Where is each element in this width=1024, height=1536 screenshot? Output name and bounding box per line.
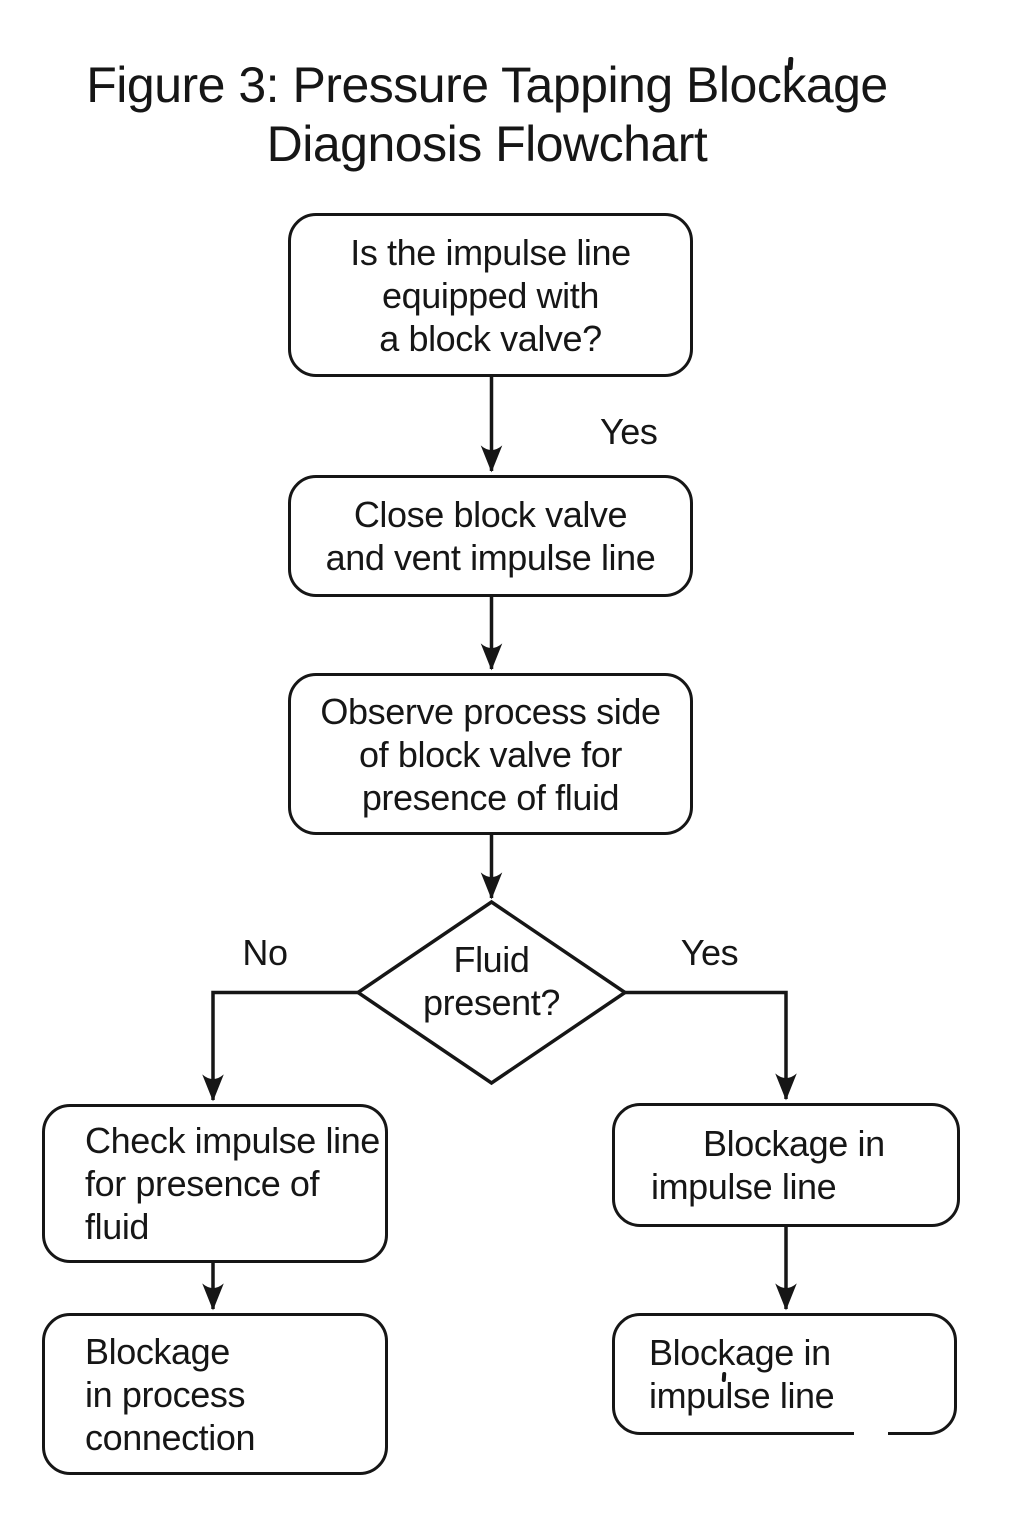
node-blockage-process-connection: Blockage in process connection	[42, 1313, 388, 1475]
node-observe-process-side: Observe process side of block valve for …	[288, 673, 693, 835]
node-line: Observe process side	[320, 690, 661, 732]
node-line: equipped with	[382, 274, 599, 316]
scan-artifact-tick	[721, 1371, 727, 1383]
node-line: and vent impulse line	[325, 537, 656, 578]
node-line: impulse line	[651, 1166, 837, 1207]
decision-fluid-present-label: Fluid present?	[358, 938, 625, 1024]
node-line: for presence of	[85, 1163, 320, 1204]
node-line: present?	[423, 982, 560, 1023]
node-line: connection	[85, 1416, 256, 1458]
figure-title: Figure 3: Pressure Tapping Blockage Diag…	[7, 56, 967, 174]
node-blockage-impulse-line-bottom: Blockage in impulse line	[612, 1313, 957, 1435]
node-line: in process	[85, 1373, 246, 1415]
node-line: a block valve?	[379, 317, 602, 359]
node-line: fluid	[85, 1206, 150, 1247]
figure-title-line: Diagnosis Flowchart	[266, 116, 708, 172]
node-line: Blockage in	[649, 1332, 831, 1373]
edge-decision-yes-branch	[625, 990, 797, 1101]
node-line: Close block valve	[353, 494, 628, 535]
node-line: Blockage	[85, 1330, 230, 1372]
node-line: presence of fluid	[361, 776, 620, 818]
node-close-block-valve: Close block valve and vent impulse line	[288, 475, 693, 597]
node-line: Is the impulse line	[350, 231, 631, 273]
node-line: Fluid	[453, 939, 530, 980]
decision-diamond	[354, 899, 629, 1086]
node-line: Blockage in	[703, 1123, 885, 1164]
node-check-impulse-line: Check impulse line for presence of fluid	[42, 1104, 388, 1263]
scan-artifact-tick	[787, 56, 794, 71]
edge-label-yes-right: Yes	[680, 932, 739, 973]
scan-artifact-border-gap	[854, 1427, 888, 1439]
node-question-block-valve: Is the impulse line equipped with a bloc…	[288, 213, 693, 377]
node-blockage-impulse-line-top: Blockage in impulse line	[612, 1103, 960, 1227]
edge-label-no-left: No	[242, 932, 288, 973]
node-line: of block valve for	[359, 733, 622, 775]
node-line: impulse line	[649, 1375, 835, 1416]
edge-label-yes-top: Yes	[600, 411, 658, 452]
node-line: Check impulse line	[85, 1120, 380, 1161]
edge-decision-no-branch	[202, 990, 358, 1102]
figure-title-line: Figure 3: Pressure Tapping Blockage	[86, 57, 888, 113]
